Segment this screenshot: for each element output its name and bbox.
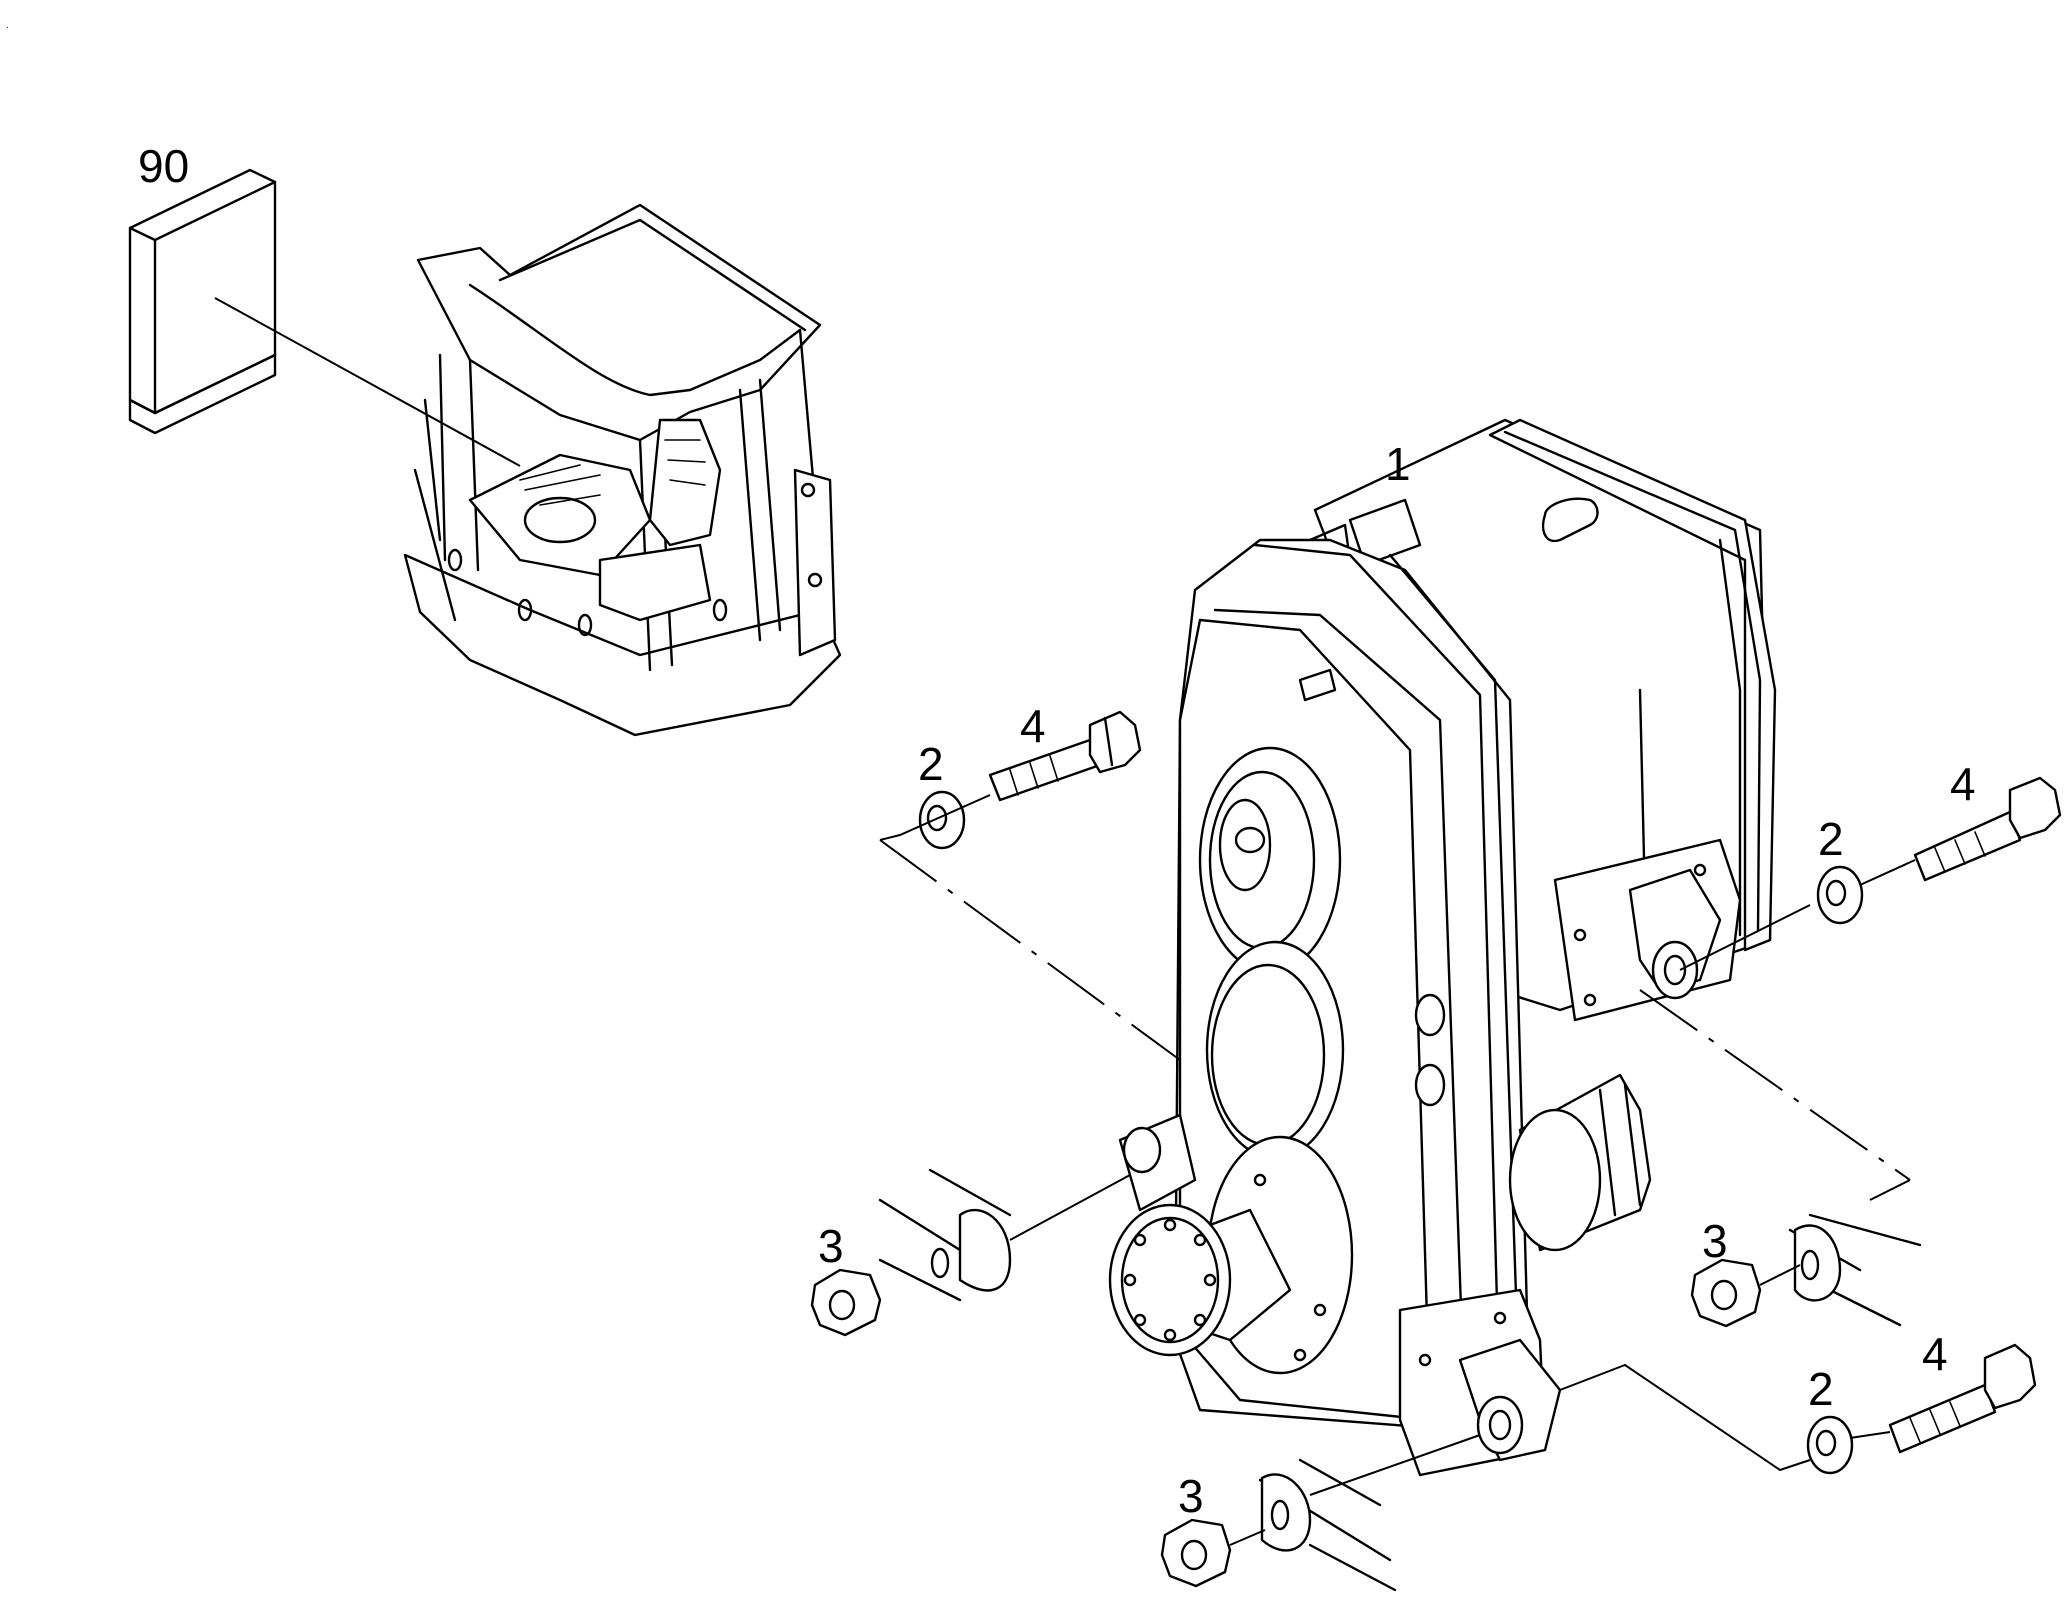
leader-right-lower xyxy=(1559,1363,1891,1472)
nut-bottom[interactable] xyxy=(1160,1518,1232,1588)
callout-3-lower-left: 3 xyxy=(818,1220,844,1272)
nut-lower-left[interactable] xyxy=(810,1268,882,1337)
spacer-bottom[interactable] xyxy=(1258,1458,1397,1592)
callout-2-upper-left: 2 xyxy=(918,738,944,790)
callout-3-right-middle: 3 xyxy=(1702,1215,1728,1267)
leader-nut-bottom xyxy=(1229,1529,1266,1546)
bolt-right-upper[interactable] xyxy=(1913,776,2062,882)
document-card[interactable] xyxy=(128,168,277,435)
callout-3-bottom: 3 xyxy=(1178,1470,1204,1522)
callout-90: 90 xyxy=(138,140,189,192)
operator-cab xyxy=(403,203,842,737)
callout-2-right-upper: 2 xyxy=(1818,813,1844,865)
washer-right-lower[interactable] xyxy=(1806,1415,1854,1475)
leader-nut-right xyxy=(1759,1264,1801,1286)
washer-right-upper[interactable] xyxy=(1816,865,1864,925)
centerline-upper-left xyxy=(879,839,1181,1061)
callout-4-upper-left: 4 xyxy=(1020,700,1046,752)
callout-2-right-lower: 2 xyxy=(1808,1363,1834,1415)
bolt-right-lower[interactable] xyxy=(1888,1343,2037,1454)
leader-right-upper xyxy=(1679,859,1916,971)
leader-right-mid xyxy=(1869,1179,1911,1201)
callout-4-right-lower: 4 xyxy=(1922,1328,1948,1380)
nut-right-middle[interactable] xyxy=(1690,1258,1762,1328)
bolt-upper-left[interactable] xyxy=(988,710,1142,802)
centerline-right-upper xyxy=(1639,989,1911,1181)
leader-lower-left xyxy=(1009,1174,1131,1241)
transfer-gearbox[interactable] xyxy=(1108,418,1777,1477)
spacer-lower-left[interactable] xyxy=(878,1168,1012,1302)
washer-upper-left[interactable] xyxy=(918,790,966,850)
leader-bottom xyxy=(1309,1434,1481,1496)
leader-upper-left xyxy=(879,794,991,841)
corner-mark: . xyxy=(6,20,9,31)
leader-line-cab xyxy=(214,297,521,467)
callout-4-right-upper: 4 xyxy=(1950,758,1976,810)
callout-1: 1 xyxy=(1385,438,1411,490)
spacer-right-middle[interactable] xyxy=(1788,1213,1922,1327)
